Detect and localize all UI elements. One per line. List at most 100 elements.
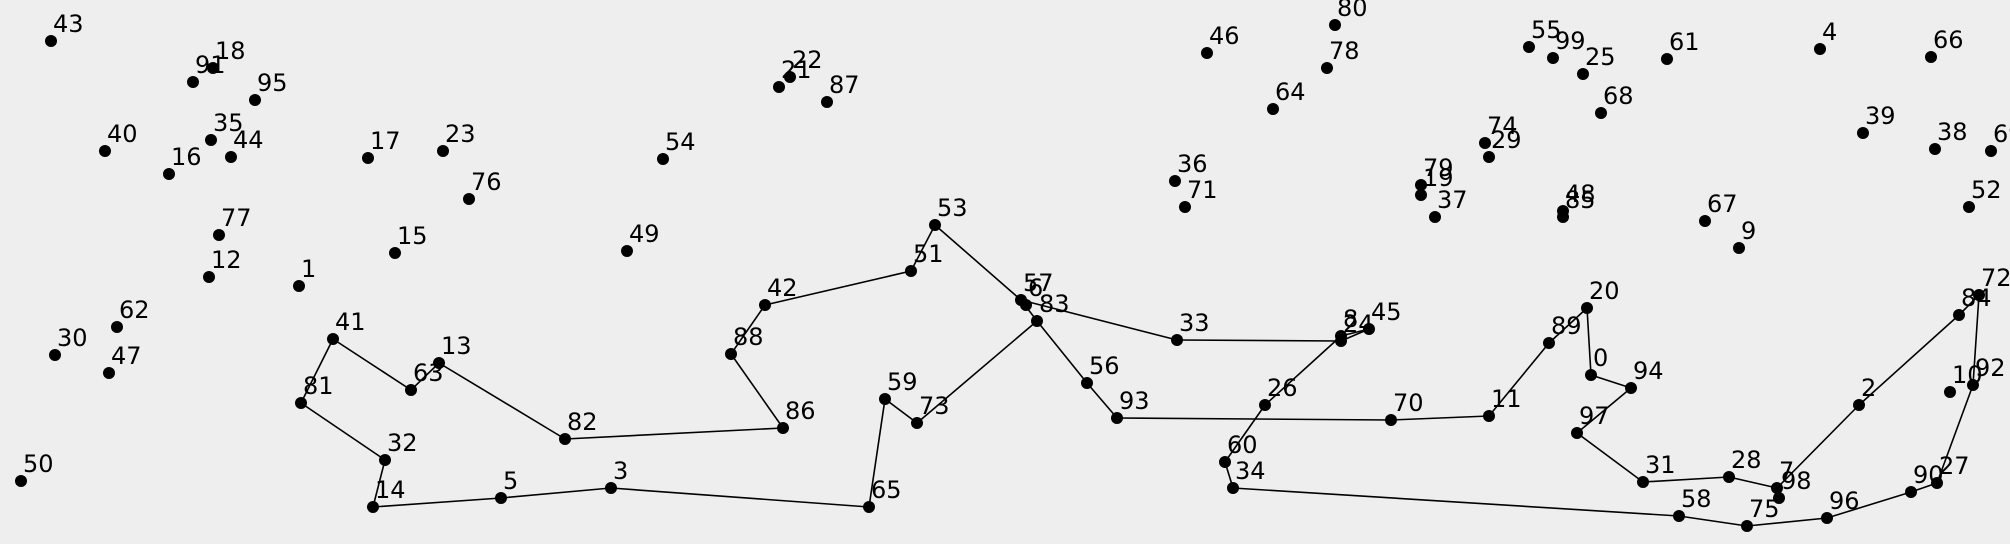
node-label: 46: [1209, 22, 1240, 50]
node-44: 44: [225, 126, 264, 163]
node-dot: [1415, 189, 1427, 201]
node-label: 48: [1565, 180, 1596, 208]
node-dot: [111, 321, 123, 333]
tour-edge: [1678, 515, 1748, 527]
node-29: 29: [1483, 126, 1522, 163]
node-42: 42: [759, 274, 798, 311]
node-dot: [1814, 43, 1826, 55]
node-75: 75: [1741, 495, 1780, 532]
node-dot: [1963, 201, 1975, 213]
node-label: 20: [1589, 277, 1620, 305]
node-label: 52: [1971, 176, 2002, 204]
node-23: 23: [437, 120, 476, 157]
node-57: 57: [1015, 269, 1054, 306]
node-dot: [1179, 201, 1191, 213]
node-99: 99: [1547, 27, 1586, 64]
tour-edge: [1390, 415, 1490, 421]
tour-edge: [1972, 294, 1980, 386]
node-dot: [15, 475, 27, 487]
tour-edge: [1232, 487, 1680, 517]
node-94: 94: [1625, 357, 1664, 394]
node-label: 37: [1437, 186, 1468, 214]
node-dot: [879, 393, 891, 405]
node-label: 44: [233, 126, 264, 154]
node-label: 89: [1551, 312, 1582, 340]
node-64: 64: [1267, 78, 1306, 115]
node-78: 78: [1321, 37, 1360, 74]
node-dot: [1625, 382, 1637, 394]
tour-edge: [1642, 476, 1730, 483]
node-84: 84: [1953, 284, 1992, 321]
node-dot: [1723, 471, 1735, 483]
node-dot: [911, 417, 923, 429]
node-69: 69: [1985, 120, 2010, 157]
node-dot: [863, 501, 875, 513]
node-dot: [1953, 309, 1965, 321]
node-49: 49: [621, 220, 660, 257]
tour-edge: [410, 362, 440, 391]
node-25: 25: [1577, 43, 1616, 80]
tour-edge: [300, 338, 334, 404]
node-dot: [657, 153, 669, 165]
node-82: 82: [559, 408, 598, 445]
tour-edge: [1858, 314, 1960, 406]
node-label: 82: [567, 408, 598, 436]
node-dot: [99, 145, 111, 157]
node-label: 74: [1487, 112, 1518, 140]
node-label: 78: [1329, 37, 1360, 65]
node-dot: [1321, 62, 1333, 74]
node-18: 18: [207, 37, 246, 74]
node-72: 72: [1973, 264, 2010, 301]
node-label: 47: [111, 342, 142, 370]
node-label: 5: [503, 467, 518, 495]
node-label: 61: [1669, 28, 1700, 56]
node-dot: [1557, 211, 1569, 223]
node-37: 37: [1429, 186, 1468, 223]
node-label: 98: [1781, 467, 1812, 495]
node-label: 86: [785, 397, 816, 425]
node-41: 41: [327, 308, 366, 345]
node-dot: [213, 229, 225, 241]
tour-edge: [300, 402, 386, 461]
node-9: 9: [1733, 217, 1756, 254]
node-46: 46: [1201, 22, 1240, 59]
node-dot: [362, 152, 374, 164]
node-label: 16: [171, 143, 202, 171]
node-label: 7: [1779, 457, 1794, 485]
node-label: 84: [1961, 284, 1992, 312]
node-28: 28: [1723, 446, 1762, 483]
node-label: 57: [1023, 269, 1054, 297]
tour-edge: [1776, 404, 1860, 489]
node-label: 85: [1565, 186, 1596, 214]
node-dot: [1944, 386, 1956, 398]
node-dot: [1543, 337, 1555, 349]
node-label: 45: [1371, 298, 1402, 326]
node-label: 72: [1981, 264, 2010, 292]
node-79: 79: [1415, 154, 1454, 191]
node-dot: [1547, 52, 1559, 64]
node-71: 71: [1179, 176, 1218, 213]
node-30: 30: [49, 324, 88, 361]
tour-edge: [1488, 342, 1550, 417]
node-label: 8: [1343, 305, 1358, 333]
node-dot: [45, 35, 57, 47]
node-label: 80: [1337, 0, 1368, 22]
tour-edge: [332, 338, 412, 391]
node-label: 76: [471, 168, 502, 196]
tour-edge: [1116, 417, 1392, 421]
node-label: 71: [1187, 176, 1218, 204]
node-label: 18: [215, 37, 246, 65]
node-43: 43: [45, 10, 84, 47]
node-label: 55: [1531, 16, 1562, 44]
node-dot: [1699, 215, 1711, 227]
node-81: 81: [295, 372, 334, 409]
node-dot: [621, 245, 633, 257]
node-label: 28: [1731, 446, 1762, 474]
node-dot: [821, 96, 833, 108]
node-92: 92: [1967, 354, 2006, 391]
node-77: 77: [213, 204, 252, 241]
tour-edge: [1264, 335, 1342, 406]
node-dot: [784, 71, 796, 83]
tour-edge: [1728, 476, 1778, 489]
